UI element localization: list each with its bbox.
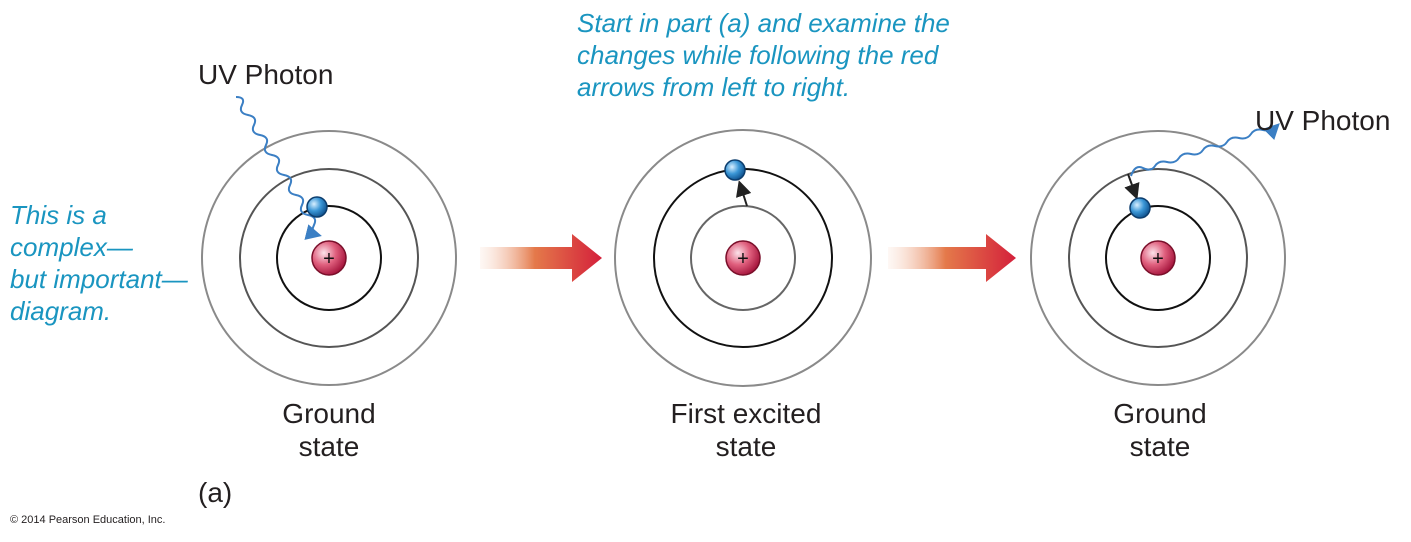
note-line: changes while following the red (577, 40, 939, 70)
note-line: but important— (10, 264, 188, 294)
electron (1129, 197, 1151, 219)
emitted-photon-wave (1130, 123, 1280, 177)
red-arrow-1 (480, 234, 602, 282)
incoming-photon-wave (235, 96, 322, 240)
label-line: Ground (282, 398, 376, 429)
orbit-2 (239, 168, 419, 348)
atom-label: First excited state (626, 397, 866, 463)
orbit-3 (1030, 130, 1286, 386)
orbit-3 (201, 130, 457, 386)
orbit-2 (1068, 168, 1248, 348)
note-line: arrows from left to right. (577, 72, 851, 102)
nucleus (1140, 240, 1176, 276)
nucleus (725, 240, 761, 276)
label-line: state (1129, 431, 1191, 462)
atom-first-excited-state (614, 129, 872, 387)
part-label: (a) (198, 477, 233, 508)
atom-label: Ground state (1040, 397, 1280, 463)
atom-label: Ground state (209, 397, 449, 463)
atom-ground-state-before (201, 96, 457, 386)
electron (724, 159, 746, 181)
instruction-note: Start in part (a) and examine the change… (577, 7, 950, 103)
nucleus-symbol: + (323, 248, 335, 270)
orbit-1 (690, 205, 796, 311)
label-line: First excited (670, 398, 822, 429)
note-line: Start in part (a) and examine the (577, 8, 950, 38)
electron-drop-arrow (1124, 173, 1140, 200)
electron (306, 196, 328, 218)
label-line: state (715, 431, 777, 462)
note-line: This is a (10, 200, 107, 230)
red-arrow-2 (888, 234, 1016, 282)
label-line: state (298, 431, 360, 462)
copyright: © 2014 Pearson Education, Inc. (10, 514, 166, 526)
side-note: This is a complex— but important— diagra… (10, 199, 188, 327)
photon-label-emitted: UV Photon (1255, 105, 1391, 136)
electron-jump-arrow (736, 180, 752, 207)
orbit-3 (614, 129, 872, 387)
orbit-1 (276, 205, 382, 311)
nucleus-symbol: + (737, 248, 749, 270)
nucleus (311, 240, 347, 276)
note-line: complex— (10, 232, 133, 262)
orbit-1 (1105, 205, 1211, 311)
label-line: Ground (1113, 398, 1207, 429)
nucleus-symbol: + (1152, 248, 1164, 270)
atom-ground-state-after (1030, 123, 1286, 386)
photon-label-incoming: UV Photon (198, 59, 334, 90)
note-line: diagram. (10, 296, 112, 326)
